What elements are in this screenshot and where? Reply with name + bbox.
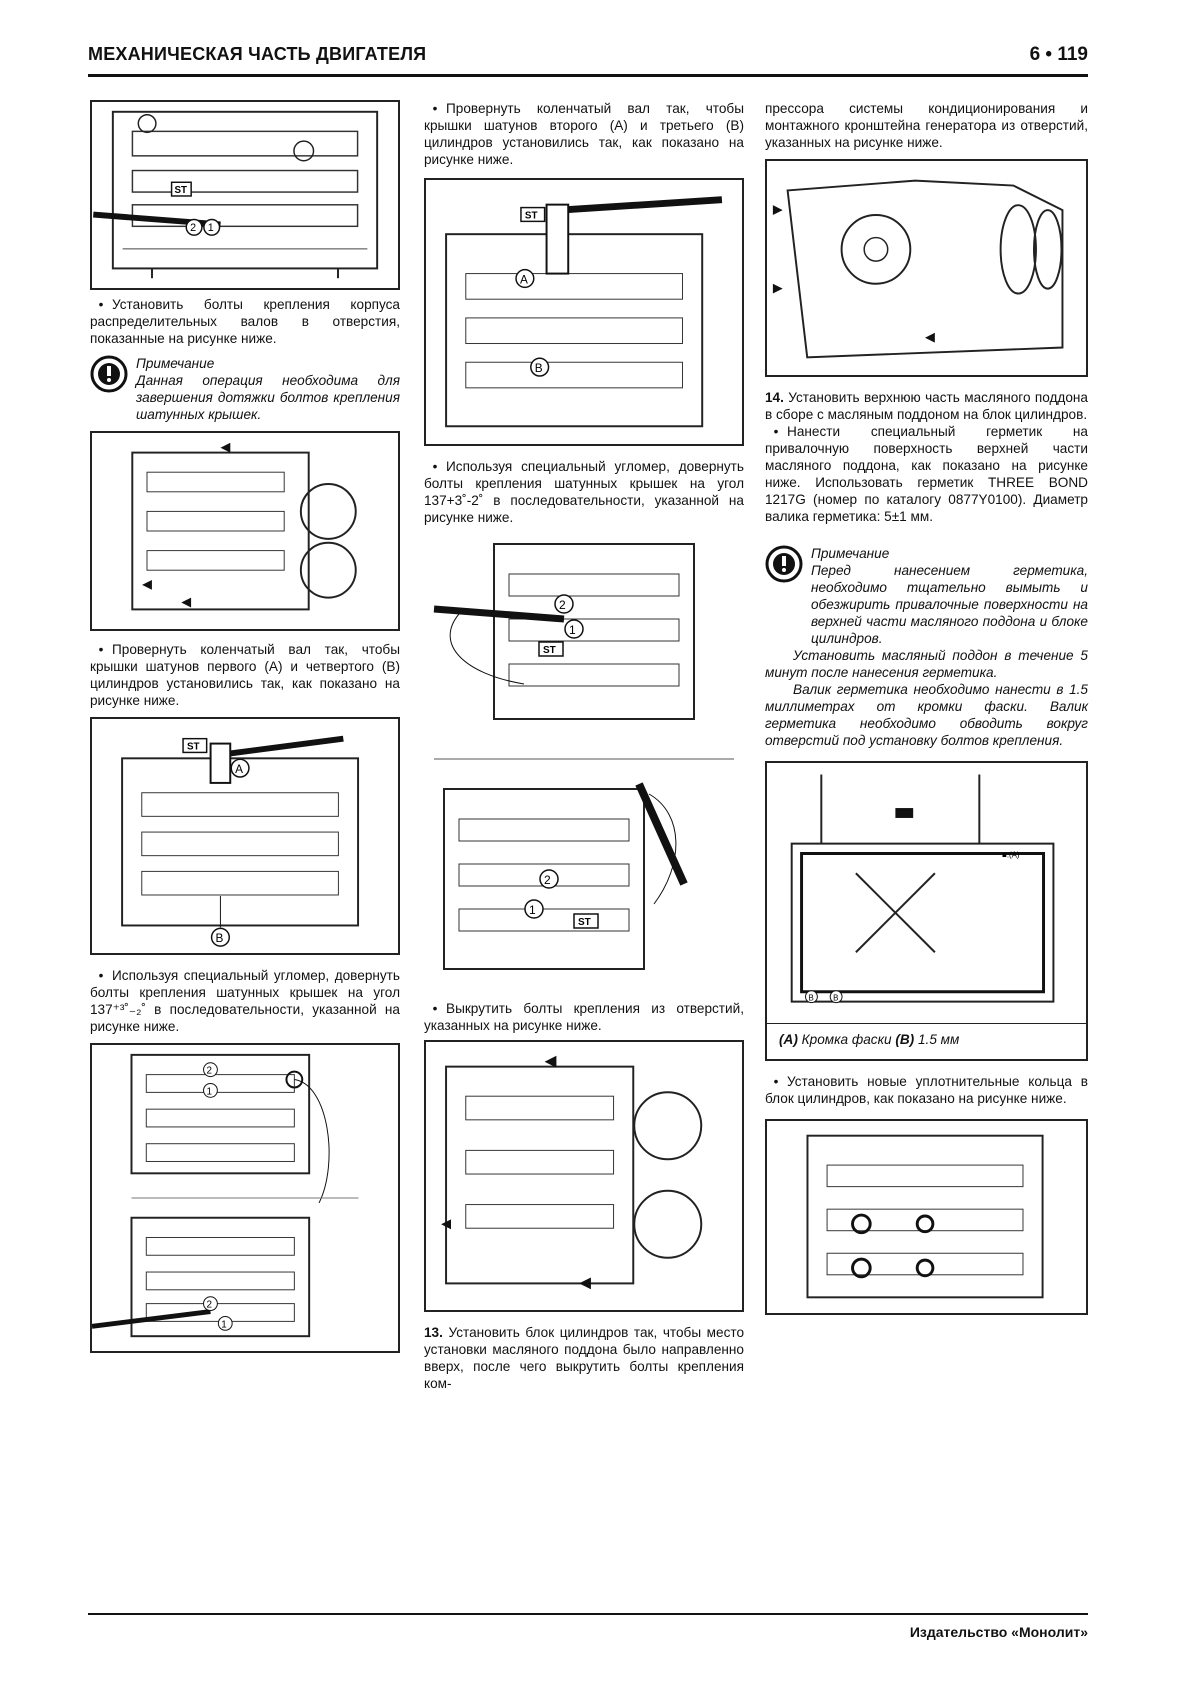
figure-crank-position-2-3: ST A B bbox=[424, 178, 744, 446]
callout-2: 2 bbox=[190, 222, 196, 234]
instruction-rotate-crank-2-3: •Провернуть коленчатый вал так, чтобы кр… bbox=[424, 101, 744, 167]
callout-1: 1 bbox=[569, 623, 576, 637]
tighten-sequence-1-drawing: 2 1 2 1 bbox=[92, 1053, 359, 1338]
note-icon bbox=[90, 355, 128, 393]
callout-1: 1 bbox=[208, 222, 214, 234]
compressor-bracket-drawing bbox=[772, 179, 1064, 359]
callout-b: B bbox=[808, 994, 813, 1003]
callout-2: 2 bbox=[559, 598, 566, 612]
instruction-angle-gauge-1: •Используя специальный угломер, довернут… bbox=[90, 968, 400, 1034]
column-1: ST 2 1 •Установить болты крепления корпу… bbox=[90, 100, 400, 1353]
header-rule bbox=[88, 74, 1088, 77]
callout-2: 2 bbox=[207, 1300, 212, 1311]
column-3: прессора системы кондиционирования и мон… bbox=[765, 100, 1088, 1315]
note-text: Данная операция необходима для завершени… bbox=[136, 373, 400, 422]
instruction-install-seal-rings: •Установить новые уплотнительные кольца … bbox=[765, 1074, 1088, 1106]
column-2: •Провернуть коленчатый вал так, чтобы кр… bbox=[424, 100, 744, 1392]
step-14-install-oil-pan: 14. Установить верхнюю часть масляного п… bbox=[765, 390, 1088, 422]
note-text: Перед нанесением герметика, необходимо т… bbox=[811, 563, 1088, 646]
crank-2-3-drawing: ST A B bbox=[445, 196, 723, 428]
figure-sealant-path: ■:(A) B B (А) Кромка фаски (В) 1.5 мм bbox=[765, 761, 1088, 1061]
callout-2: 2 bbox=[544, 873, 551, 887]
note-icon bbox=[765, 545, 803, 583]
note-heading: Примечание bbox=[136, 356, 215, 371]
instruction-apply-sealant: •Нанести специальный герметик на привало… bbox=[765, 424, 1088, 524]
figure-engine-block-top: ST 2 1 bbox=[90, 100, 400, 290]
figure-engine-block-side bbox=[90, 431, 400, 631]
engine-side-drawing bbox=[131, 442, 357, 611]
callout-a: A bbox=[520, 272, 528, 286]
section-title: МЕХАНИЧЕСКАЯ ЧАСТЬ ДВИГАТЕЛЯ bbox=[88, 44, 427, 64]
callout-b: B bbox=[535, 361, 543, 375]
callout-b: B bbox=[833, 994, 838, 1003]
crank-1-4-drawing: ST A B bbox=[121, 735, 360, 947]
note-block: Примечание Перед нанесением герметика, н… bbox=[765, 545, 1088, 749]
note-text: Валик герметика необходимо нанести в 1.5… bbox=[765, 682, 1088, 748]
figure-remove-bolts bbox=[424, 1040, 744, 1312]
instruction-install-cam-bolts: •Установить болты крепления корпуса расп… bbox=[90, 297, 400, 346]
footer-rule bbox=[88, 1613, 1088, 1615]
st-label: ST bbox=[175, 185, 188, 196]
st-label: ST bbox=[543, 645, 556, 656]
page-header: МЕХАНИЧЕСКАЯ ЧАСТЬ ДВИГАТЕЛЯ 6 • 119 bbox=[88, 44, 1088, 72]
figure-tighten-sequence-1: 2 1 2 1 bbox=[90, 1043, 400, 1353]
callout-a: A bbox=[235, 763, 243, 776]
engine-block-drawing: ST 2 1 bbox=[93, 110, 379, 279]
figure-tighten-sequence-2: 2 1 ST 2 1 ST bbox=[424, 534, 744, 996]
callout-2: 2 bbox=[207, 1066, 212, 1077]
seal-rings-drawing bbox=[806, 1134, 1044, 1299]
publisher: Издательство «Монолит» bbox=[909, 1624, 1088, 1640]
figure-crank-position-1-4: ST A B bbox=[90, 717, 400, 955]
tighten-sequence-2-drawing: 2 1 ST 2 1 ST bbox=[433, 543, 734, 970]
callout-1: 1 bbox=[221, 1319, 226, 1330]
sealant-path-drawing: ■:(A) B B bbox=[790, 774, 1055, 1004]
callout-1: 1 bbox=[207, 1086, 212, 1097]
st-label: ST bbox=[187, 741, 200, 752]
sealant-legend: ■:(A) bbox=[1002, 850, 1020, 859]
note-block: Примечание Данная операция необходима дл… bbox=[90, 355, 400, 423]
note-text: Установить масляный поддон в течение 5 м… bbox=[765, 648, 1088, 680]
figure-seal-rings bbox=[765, 1119, 1088, 1315]
callout-1: 1 bbox=[529, 903, 536, 917]
step-13-install-block: 13. Установить блок цилиндров так, чтобы… bbox=[424, 1325, 744, 1391]
continued-text-compressor: прессора системы кондиционирования и мон… bbox=[765, 101, 1088, 150]
note-heading: Примечание bbox=[811, 546, 890, 561]
st-label: ST bbox=[578, 917, 591, 928]
page-number: 6 • 119 bbox=[1029, 44, 1088, 65]
instruction-remove-bolts: •Выкрутить болты крепления из отверстий,… bbox=[424, 1001, 744, 1033]
st-label: ST bbox=[525, 210, 538, 221]
instruction-angle-gauge-2: •Используя специальный угломер, довернут… bbox=[424, 459, 744, 525]
callout-b: B bbox=[216, 932, 224, 945]
figure-compressor-bracket bbox=[765, 159, 1088, 377]
figure-caption: (А) Кромка фаски (В) 1.5 мм bbox=[779, 1032, 960, 1047]
remove-bolts-drawing bbox=[441, 1055, 703, 1290]
instruction-rotate-crank-1-4: •Провернуть коленчатый вал так, чтобы кр… bbox=[90, 642, 400, 708]
